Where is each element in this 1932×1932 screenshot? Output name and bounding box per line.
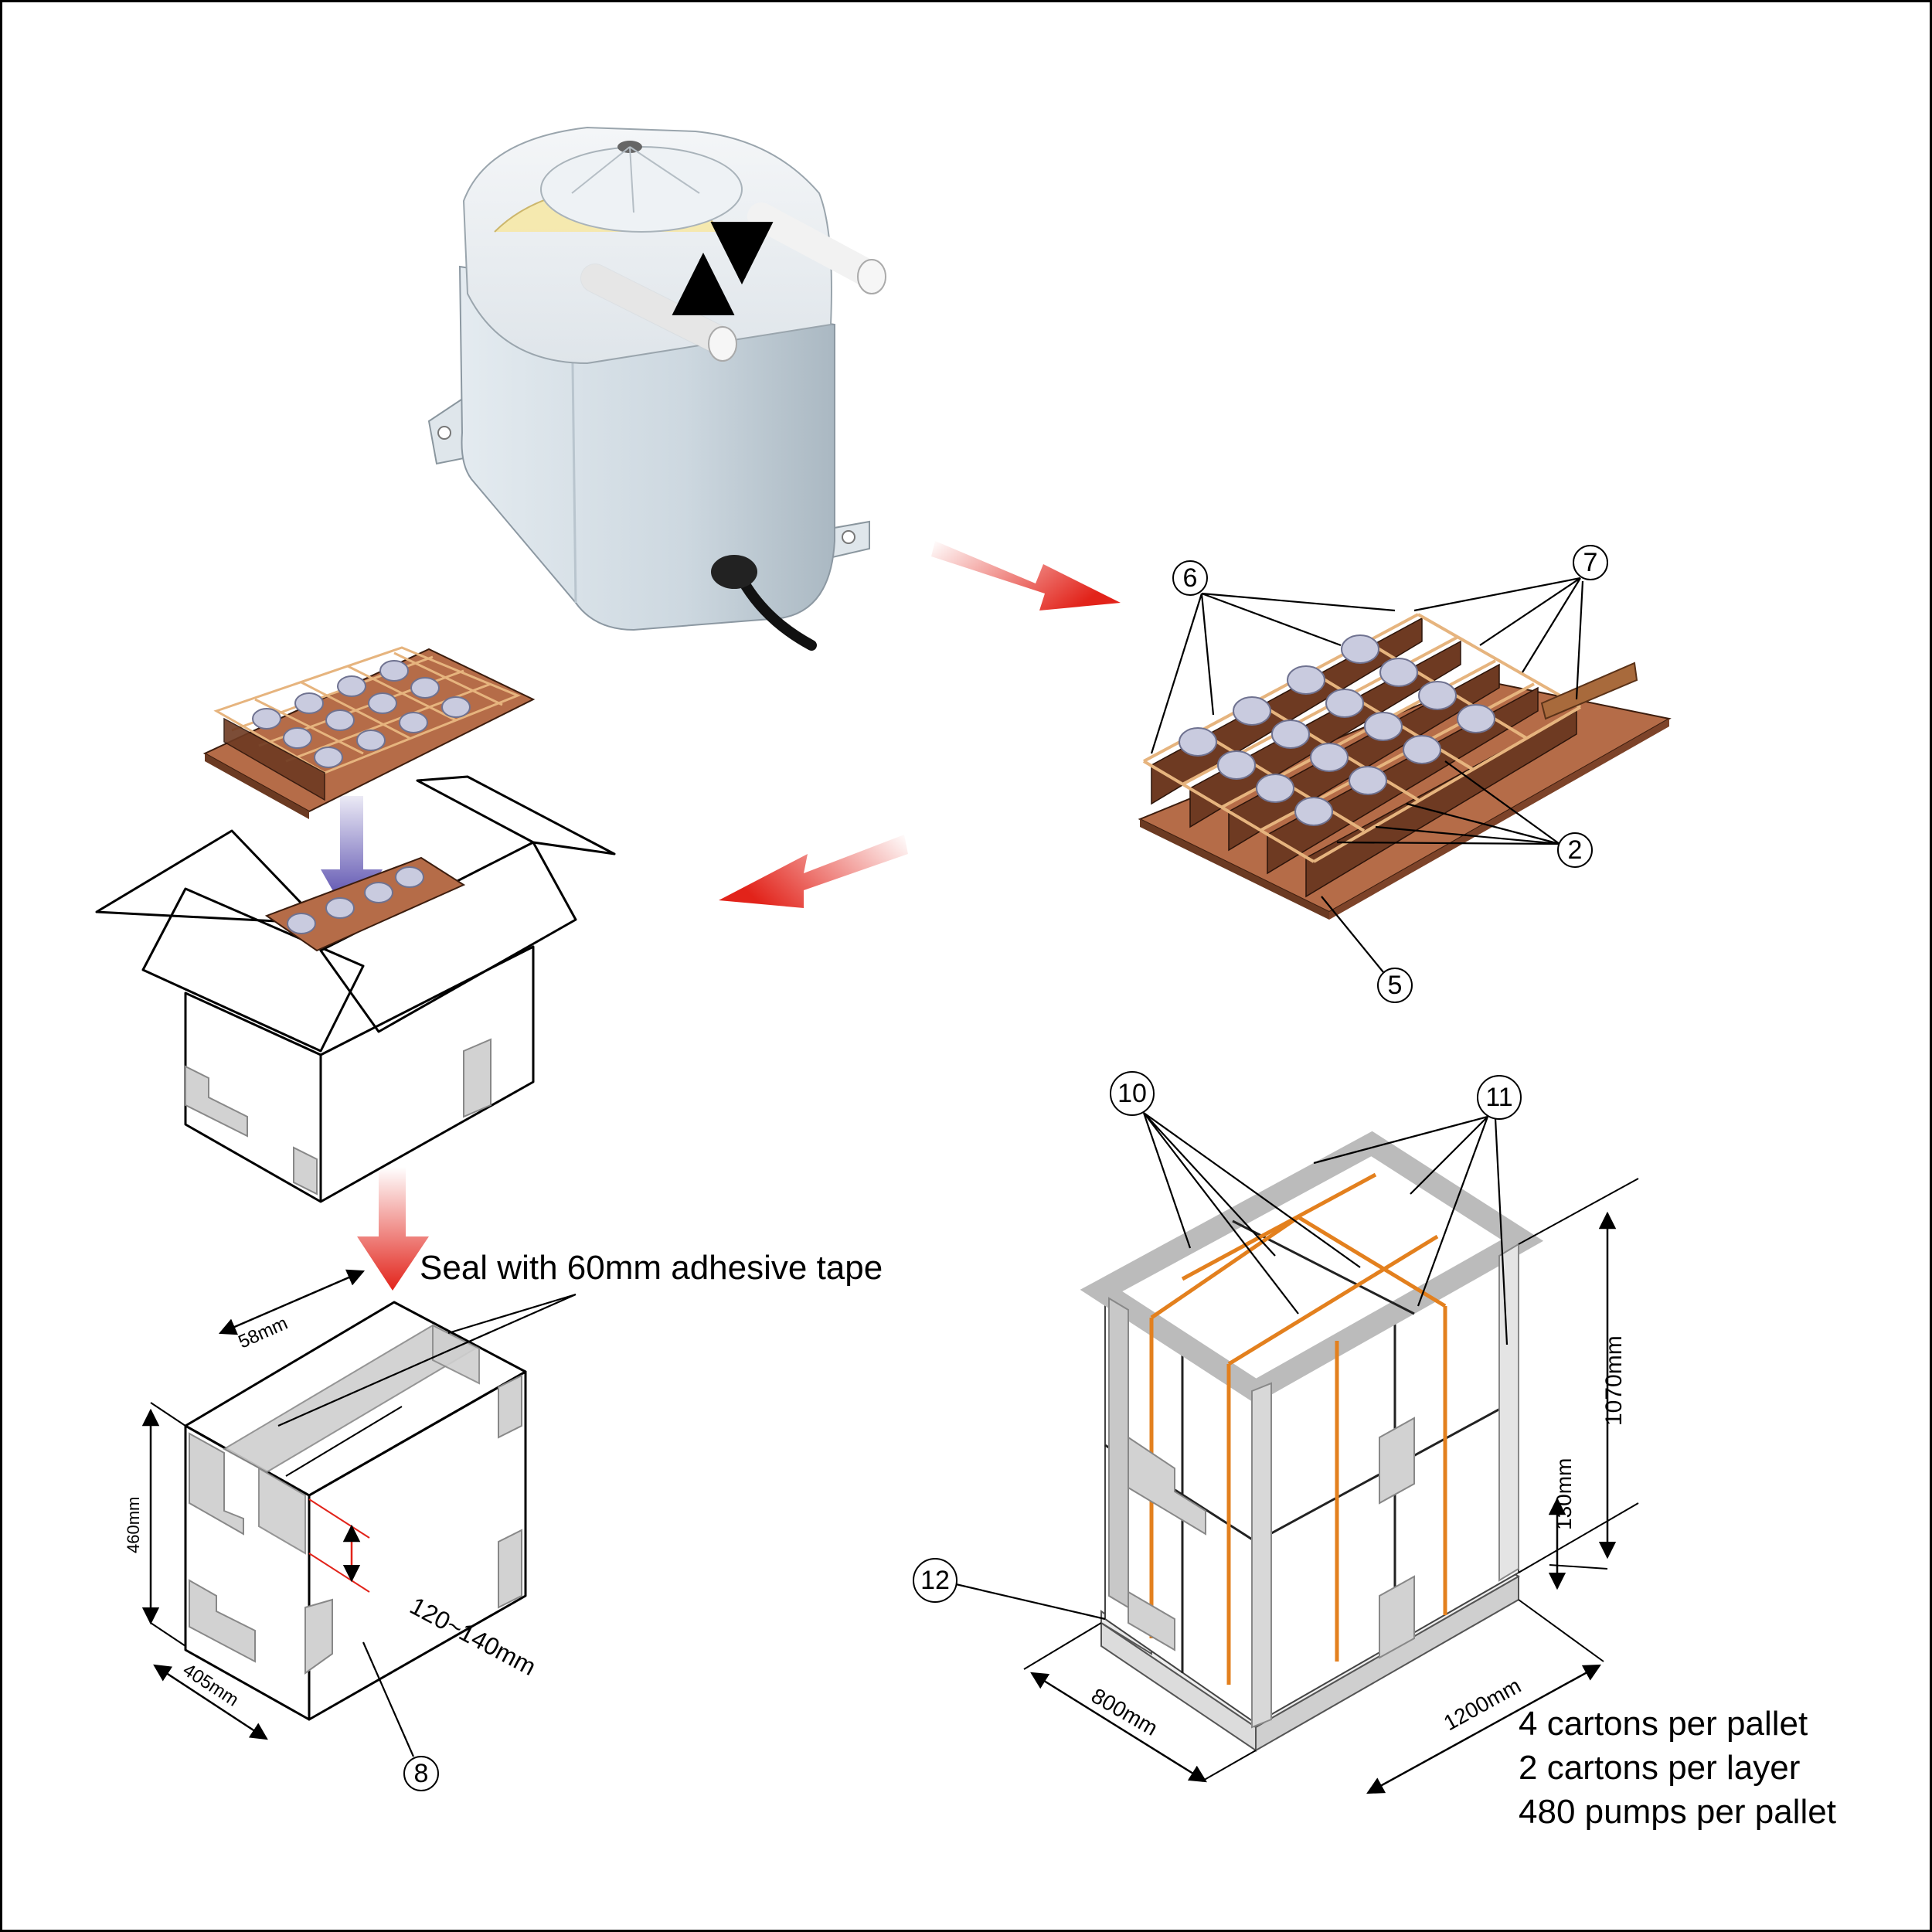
callout-10: 10 [1110, 1071, 1361, 1315]
callout-12: 12 [913, 1558, 1106, 1621]
dim-pallet-length: 1200mm [1440, 1673, 1525, 1735]
out-label: OUT [730, 231, 757, 244]
tray-above-box [202, 646, 536, 819]
dim-tape-width: 58mm [235, 1313, 291, 1353]
note-pumps-per-pallet: 480 pumps per pallet [1519, 1793, 1836, 1831]
flow-arrow-3 [357, 1167, 429, 1291]
svg-text:8: 8 [414, 1759, 429, 1788]
flow-arrow-2 [719, 835, 908, 908]
flow-arrow-1 [931, 541, 1121, 611]
svg-text:6: 6 [1183, 563, 1198, 593]
dim-pallet-height: 1070mm [1601, 1335, 1627, 1426]
seal-note-text: Seal with 60mm adhesive tape [420, 1249, 883, 1287]
pallet-load [1080, 1128, 1544, 1752]
pallet-notes: 4 cartons per pallet 2 cartons per layer… [1519, 1705, 1836, 1831]
svg-text:12: 12 [920, 1566, 950, 1595]
seal-note: Seal with 60mm adhesive tape [277, 1249, 883, 1427]
svg-text:5: 5 [1388, 971, 1403, 1000]
callout-11: 11 [1313, 1075, 1522, 1345]
note-cartons-per-layer: 2 cartons per layer [1519, 1749, 1800, 1787]
in-label: IN [699, 295, 712, 308]
svg-text:11: 11 [1485, 1083, 1512, 1112]
tray-detail [1138, 613, 1672, 920]
svg-text:10: 10 [1117, 1079, 1147, 1108]
tray-pumps [1179, 634, 1495, 826]
callout-2: 2 [1336, 760, 1593, 868]
open-carton [95, 775, 616, 1203]
sealed-carton [184, 1301, 527, 1721]
dim-flap-range: 120~140mm [406, 1591, 541, 1681]
svg-text:7: 7 [1583, 548, 1598, 577]
callout-8: 8 [362, 1641, 439, 1791]
callout-6: 6 [1150, 560, 1396, 754]
dim-pallet-base: 130mm [1552, 1458, 1576, 1530]
note-cartons-per-pallet: 4 cartons per pallet [1519, 1705, 1808, 1743]
svg-text:2: 2 [1568, 835, 1583, 865]
callout-7: 7 [1413, 545, 1608, 700]
callout-5: 5 [1321, 896, 1413, 1003]
peristaltic-pump-image: IN OUT [427, 126, 886, 651]
dim-carton-height: 460mm [124, 1497, 143, 1553]
